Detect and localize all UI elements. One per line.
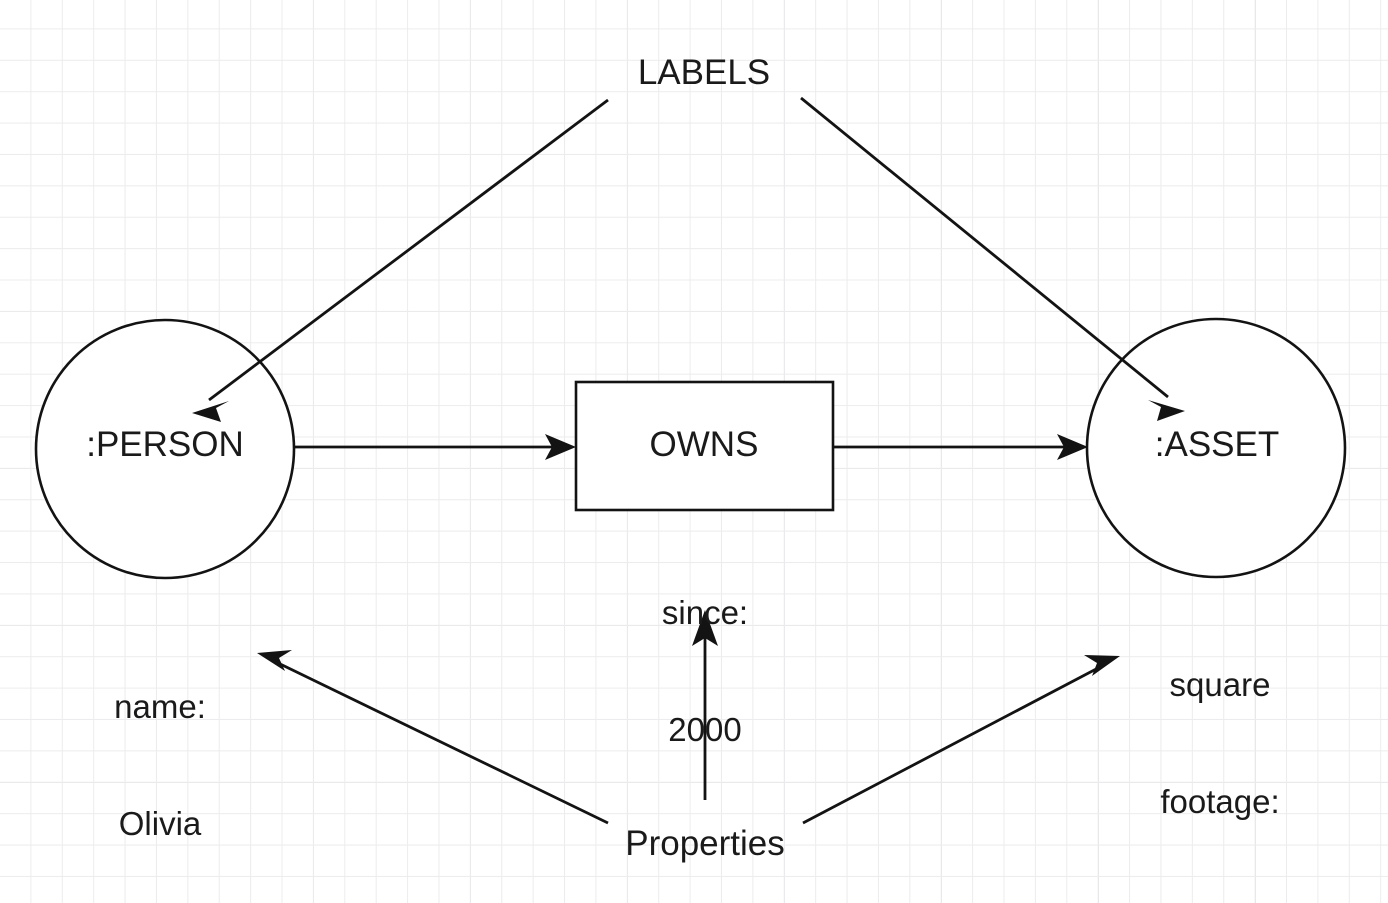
pointer-labels-to-asset-arrowhead [1148, 400, 1185, 421]
node-person-label: :PERSON [86, 425, 244, 464]
pointer-properties-to-person-props [275, 660, 609, 825]
edge-person-to-owns-arrowhead [545, 434, 576, 460]
pointer-properties-to-asset-props-arrowhead [1084, 655, 1120, 676]
node-owns-label: OWNS [649, 425, 759, 464]
person-property-line-2: Olivia [118, 804, 202, 842]
person-properties-label: name: Olivia [45, 610, 275, 903]
pointer-properties-to-owns-props-arrowhead [692, 610, 718, 646]
person-property-line-1: name: [114, 687, 206, 725]
annotation-properties: Properties [625, 824, 785, 863]
asset-property-line-2: footage: [1160, 782, 1280, 820]
pointer-labels-to-person [208, 98, 609, 402]
pointer-properties-to-person-props-arrowhead [257, 650, 292, 671]
asset-properties-label: square footage: 3000 [1100, 588, 1340, 903]
node-owns-rect[interactable] [574, 380, 835, 512]
pointer-labels-to-asset [800, 96, 1169, 399]
edge-owns-to-asset-arrowhead [1057, 434, 1088, 460]
owns-property-line-2: 2000 [668, 710, 742, 748]
node-asset-label: :ASSET [1154, 425, 1280, 464]
asset-property-line-3: 3000 [1100, 900, 1340, 903]
pointer-properties-to-asset-props [802, 665, 1101, 825]
owns-properties-label: since: 2000 [590, 516, 820, 828]
owns-property-line-1: since: [661, 593, 749, 631]
pointer-labels-to-person-arrowhead [192, 401, 229, 422]
asset-property-line-1: square [1169, 665, 1271, 703]
annotation-labels: LABELS [637, 53, 771, 92]
